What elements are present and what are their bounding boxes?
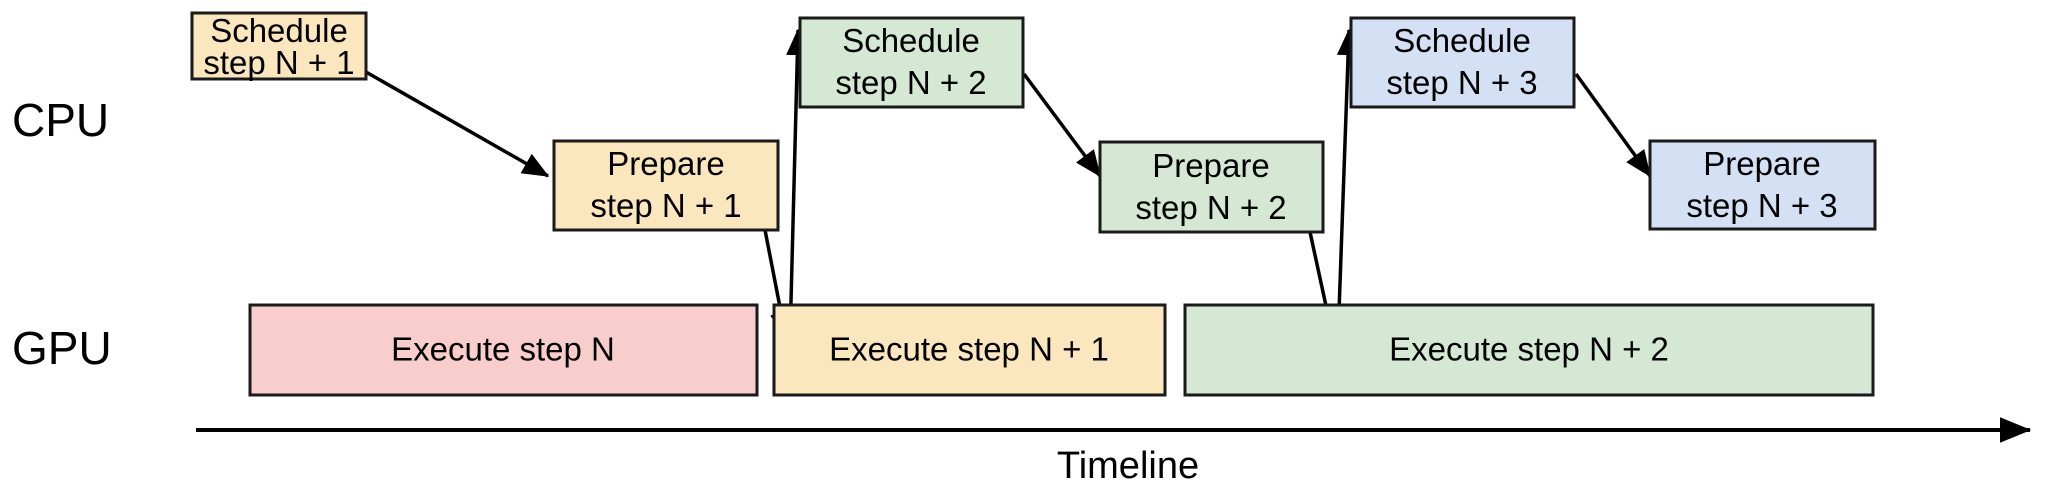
- cpu-box-prepare-n2-rect[interactable]: [1098, 140, 1325, 234]
- gpu-bar-execute-n1-label: Execute step N + 1: [829, 331, 1109, 368]
- cpu-box-schedule-n1-line1: Schedule: [210, 12, 348, 49]
- cpu-box-schedule-n3-rect[interactable]: [1349, 16, 1576, 109]
- cpu-box-prepare-n1-rect[interactable]: [552, 139, 780, 232]
- cpu-box-prepare-n2-line1: Prepare: [1152, 147, 1269, 184]
- arrow-schedule-n3-to-prepare-n3: [1574, 72, 1652, 178]
- cpu-box-prepare-n3[interactable]: Prepare step N + 3: [1648, 139, 1877, 231]
- cpu-box-schedule-n3[interactable]: Schedule step N + 3: [1349, 16, 1576, 109]
- lane-label-cpu: CPU: [12, 94, 109, 146]
- timeline-axis: Timeline: [196, 417, 2032, 487]
- arrow-schedule-n1-to-prepare-n1: [365, 70, 550, 178]
- cpu-box-schedule-n1-rect[interactable]: [190, 11, 368, 81]
- timeline-axis-label: Timeline: [1057, 445, 1199, 487]
- gpu-bar-execute-n2[interactable]: Execute step N + 2: [1183, 303, 1875, 397]
- cpu-box-prepare-n3-rect[interactable]: [1648, 139, 1877, 231]
- cpu-box-prepare-n1[interactable]: Prepare step N + 1: [552, 139, 780, 232]
- cpu-box-schedule-n3-line2: step N + 3: [1386, 64, 1537, 101]
- gpu-bar-execute-n2-label: Execute step N + 2: [1389, 331, 1669, 368]
- cpu-box-prepare-n3-line2: step N + 3: [1686, 187, 1837, 224]
- arrow-schedule-n2-to-prepare-n2: [1022, 72, 1102, 178]
- arrow-execute-n1-to-schedule-n3: [1336, 28, 1360, 341]
- cpu-box-schedule-n2-rect[interactable]: [798, 16, 1025, 109]
- cpu-box-schedule-n2[interactable]: Schedule step N + 2: [798, 16, 1025, 109]
- gpu-bar-execute-n2-rect[interactable]: [1183, 303, 1875, 397]
- gpu-bar-execute-n[interactable]: Execute step N: [248, 303, 759, 397]
- cpu-box-prepare-n2[interactable]: Prepare step N + 2: [1098, 140, 1325, 234]
- arrow-execute-n-to-schedule-n2: [786, 28, 809, 341]
- cpu-box-prepare-n2-line2: step N + 2: [1135, 189, 1286, 226]
- cpu-box-schedule-n1[interactable]: Schedule step N + 1: [190, 11, 368, 81]
- cpu-box-prepare-n1-line2: step N + 1: [590, 187, 741, 224]
- gpu-bar-execute-n1[interactable]: Execute step N + 1: [772, 303, 1167, 397]
- cpu-box-schedule-n3-line1: Schedule: [1393, 22, 1531, 59]
- cpu-box-schedule-n2-line2: step N + 2: [835, 64, 986, 101]
- lane-label-gpu: GPU: [12, 322, 112, 374]
- gpu-bar-execute-n-label: Execute step N: [391, 331, 615, 368]
- cpu-box-schedule-n2-line1: Schedule: [842, 22, 980, 59]
- gpu-bar-execute-n-rect[interactable]: [248, 303, 759, 397]
- cpu-box-schedule-n1-line2: step N + 1: [203, 44, 354, 81]
- cpu-box-prepare-n1-line1: Prepare: [607, 145, 724, 182]
- gpu-bar-execute-n1-rect[interactable]: [772, 303, 1167, 397]
- cpu-box-prepare-n3-line1: Prepare: [1703, 145, 1820, 182]
